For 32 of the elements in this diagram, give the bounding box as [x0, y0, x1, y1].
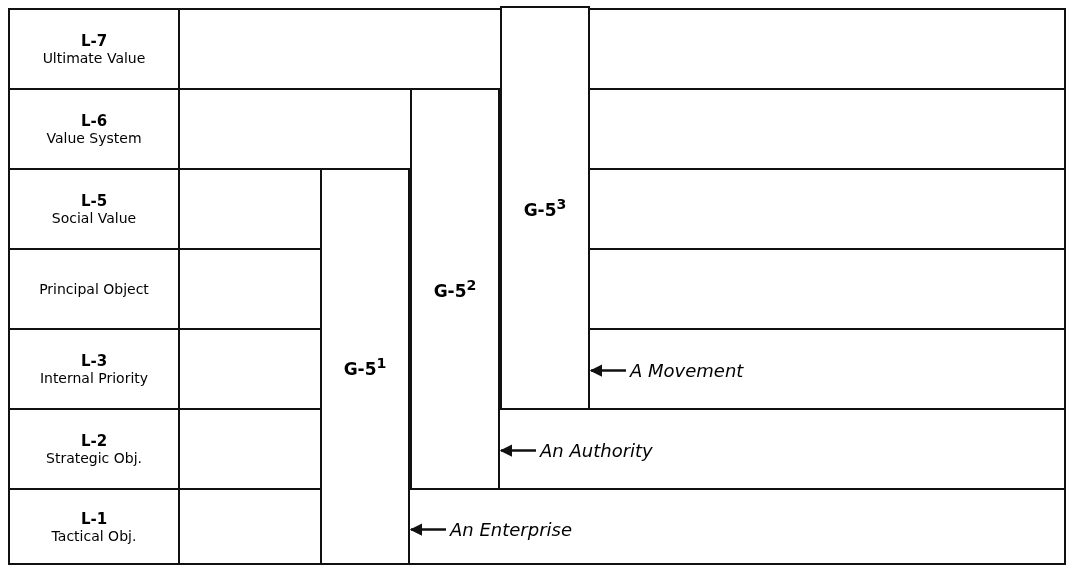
group-column — [410, 88, 500, 490]
group-column — [500, 6, 590, 410]
arrow — [409, 523, 446, 536]
level-name: Strategic Obj. — [46, 450, 142, 466]
group-label: G-5$^{2}$ — [433, 277, 477, 301]
level-name: Ultimate Value — [42, 50, 146, 66]
level-cell — [8, 488, 180, 565]
group-column — [320, 168, 410, 565]
level-code: L-1 — [80, 509, 108, 528]
level-name: Social Value — [51, 210, 137, 226]
callout-text: An Authority — [540, 440, 653, 461]
level-cell — [8, 88, 180, 170]
group-label: G-5$^{1}$ — [343, 354, 387, 379]
level-name: Principal Object — [39, 281, 149, 297]
level-code: L-5 — [80, 192, 108, 210]
arrow — [589, 364, 626, 377]
level-cell — [8, 8, 180, 90]
arrow — [499, 444, 536, 457]
level-code: L-2 — [80, 432, 108, 450]
level-code: L-6 — [80, 112, 108, 130]
level-cell — [8, 328, 180, 410]
level-cell — [8, 168, 180, 250]
level-code: L-3 — [80, 352, 108, 370]
callout-text: A Movement — [630, 360, 744, 381]
level-cell — [8, 408, 180, 490]
level-name: Internal Priority — [39, 370, 149, 386]
level-cell — [8, 248, 180, 330]
callout-text: An Enterprise — [450, 519, 573, 540]
level-name: Value System — [46, 130, 142, 146]
level-name: Tactical Obj. — [51, 527, 137, 544]
level-code: L-7 — [80, 32, 108, 50]
group-label: G-5$^{3}$ — [523, 196, 567, 220]
